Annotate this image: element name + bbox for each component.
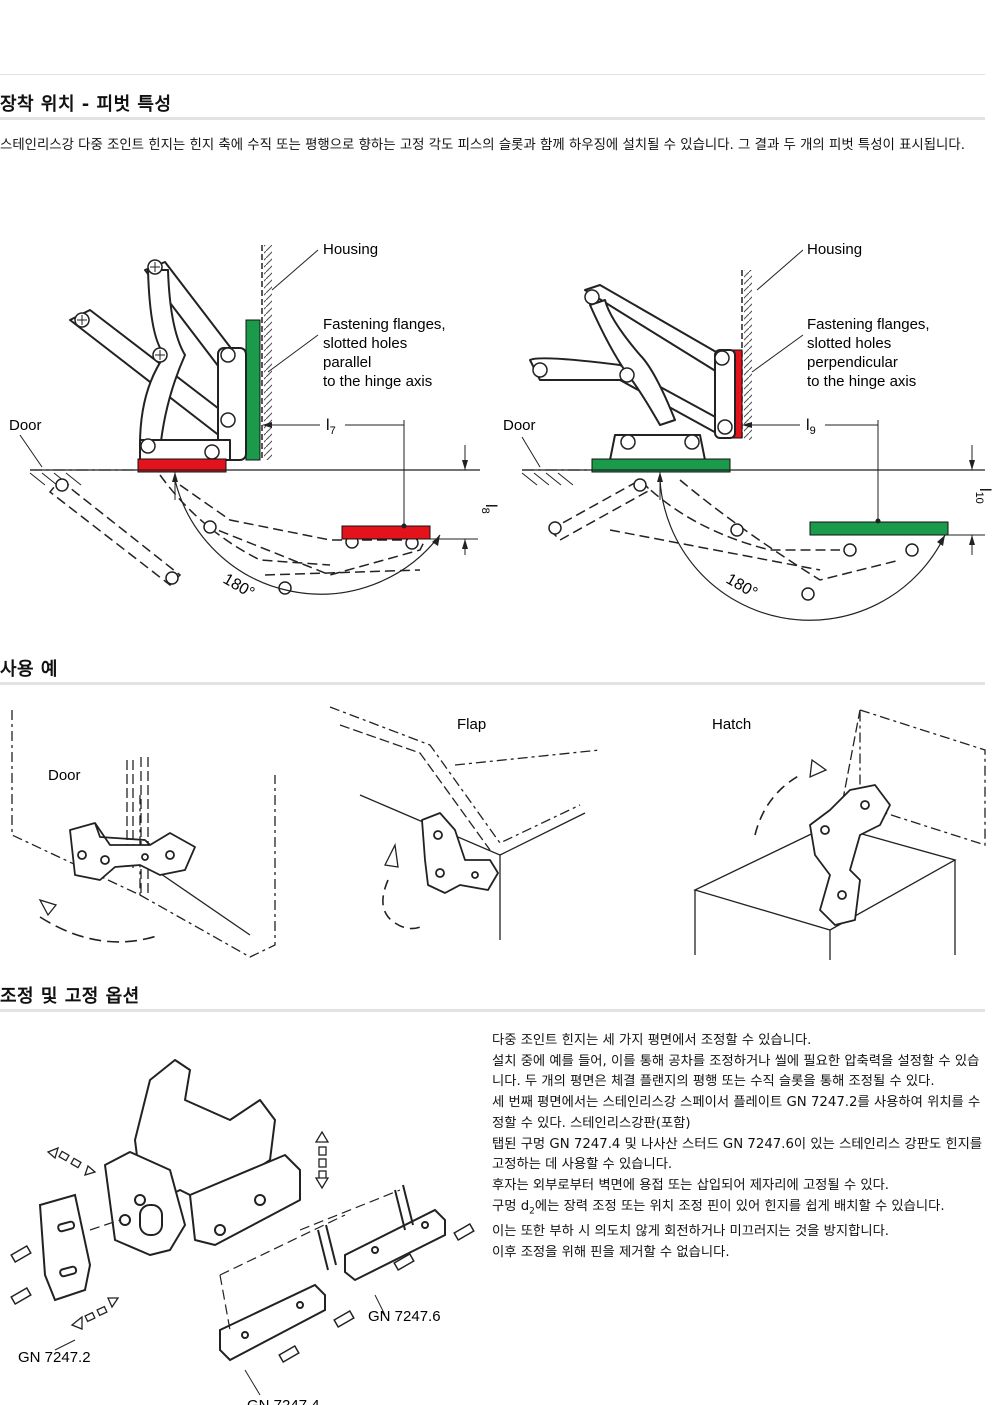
diagram-right: Housing Fastening flanges, slotted holes… (503, 241, 993, 621)
green-flange-left (245, 319, 261, 461)
adjustment-options-diagram: GN 7247.2 GN 7247.6 GN 7247.4 (10, 1059, 475, 1405)
flanges-line3-left: parallel (323, 354, 371, 371)
diagram-left: Housing Fastening flanges, slotted holes… (9, 241, 499, 602)
red-mount-left (137, 458, 227, 473)
flap-hinge-graphic (421, 812, 499, 894)
flanges-line2-right: slotted holes (807, 335, 891, 352)
adjust-para-3: 세 번째 평면에서는 스테인리스강 스페이서 플레이트 GN 7247.2를 사… (492, 1095, 981, 1131)
mounting-description: 스테인리스강 다중 조인트 힌지는 힌지 축에 수직 또는 평행으로 향하는 고… (0, 138, 965, 153)
flanges-line4-right: to the hinge axis (807, 373, 916, 390)
flanges-line4-left: to the hinge axis (323, 373, 432, 390)
flanges-line2-left: slotted holes (323, 335, 407, 352)
green-mount-rotated-right (809, 521, 949, 536)
green-mount-right (591, 458, 731, 473)
label-gn-7247-6: GN 7247.6 (368, 1308, 441, 1325)
hatch-hinge-graphic (809, 784, 891, 926)
section-rule (0, 117, 985, 120)
adjust-para-1: 다중 조인트 힌지는 세 가지 평면에서 조정할 수 있습니다. (492, 1033, 812, 1048)
adjust-para-4: 탭된 구멍 GN 7247.4 및 나사산 스터드 GN 7247.6이 있는 … (492, 1136, 983, 1173)
example-door (11, 710, 276, 958)
flanges-line3-right: perpendicular (807, 354, 898, 371)
adjust-para-5: 후자는 외부로부터 벽면에 용접 또는 삽입되어 제자리에 고정될 수 있다. (492, 1177, 890, 1193)
example-flap-label: Flap (457, 716, 486, 733)
adjust-arrows (46, 1130, 330, 1330)
tapped-plate-graphic (219, 1283, 326, 1362)
leader (374, 1294, 386, 1316)
flanges-line1-right: Fastening flanges, (807, 316, 930, 333)
dim-l10: l10 (973, 488, 993, 504)
leader (54, 1339, 76, 1351)
adjust-para-7: 이후 조정을 위해 핀을 제거할 수 없습니다. (492, 1244, 730, 1260)
section-rule (0, 682, 985, 685)
door-label-right: Door (503, 417, 536, 434)
pivot-characteristics-diagram: Housing Fastening flanges, slotted holes… (9, 241, 993, 621)
label-gn-7247-4: GN 7247.4 (247, 1397, 320, 1405)
stud-plate-graphic (317, 1184, 446, 1282)
adjustment-text: 다중 조인트 힌지는 세 가지 평면에서 조정할 수 있습니다. 설치 중에 예… (492, 1031, 988, 1263)
angle-left: 180° (220, 571, 257, 602)
example-flap (329, 706, 601, 940)
dim-l7: l7 (326, 417, 336, 437)
red-mount-rotated-left (341, 525, 431, 540)
screws-graphic (10, 1223, 475, 1363)
dim-l9: l9 (806, 417, 816, 437)
door-hinge-graphic (69, 822, 196, 881)
adjust-para-2: 설치 중에 예를 들어, 이를 통해 공차를 조정하거나 씰에 필요한 압축력을… (492, 1053, 980, 1090)
spacer-plate-graphic (38, 1193, 92, 1302)
door-label-left: Door (9, 417, 42, 434)
example-hatch-label: Hatch (712, 716, 751, 733)
adjust-para-6: 이는 또한 부하 시 의도치 않게 회전하거나 미끄러지는 것을 방지합니다. (492, 1223, 890, 1239)
leader (244, 1369, 261, 1396)
section-title-adjustment: 조정 및 고정 옵션 (0, 986, 140, 1007)
usage-examples-diagram: Door Flap Hatch (11, 706, 986, 960)
flanges-line1-left: Fastening flanges, (323, 316, 446, 333)
top-divider (0, 74, 985, 75)
section-rule (0, 1009, 985, 1012)
label-gn-7247-2: GN 7247.2 (18, 1349, 91, 1366)
guide-lines (89, 1189, 401, 1331)
housing-label-right: Housing (807, 241, 862, 258)
section-title-examples: 사용 예 (0, 659, 58, 680)
dim-l8: l8 (479, 504, 499, 514)
adjust-para-d2: 구멍 d2에는 장력 조정 또는 위치 조정 핀이 있어 힌지를 쉽게 배치할 … (492, 1198, 945, 1217)
housing-label-left: Housing (323, 241, 378, 258)
example-door-label: Door (48, 767, 81, 784)
section-title-mounting: 장착 위치 - 피벗 특성 (0, 94, 172, 115)
hinge-body-graphic (104, 1059, 301, 1256)
